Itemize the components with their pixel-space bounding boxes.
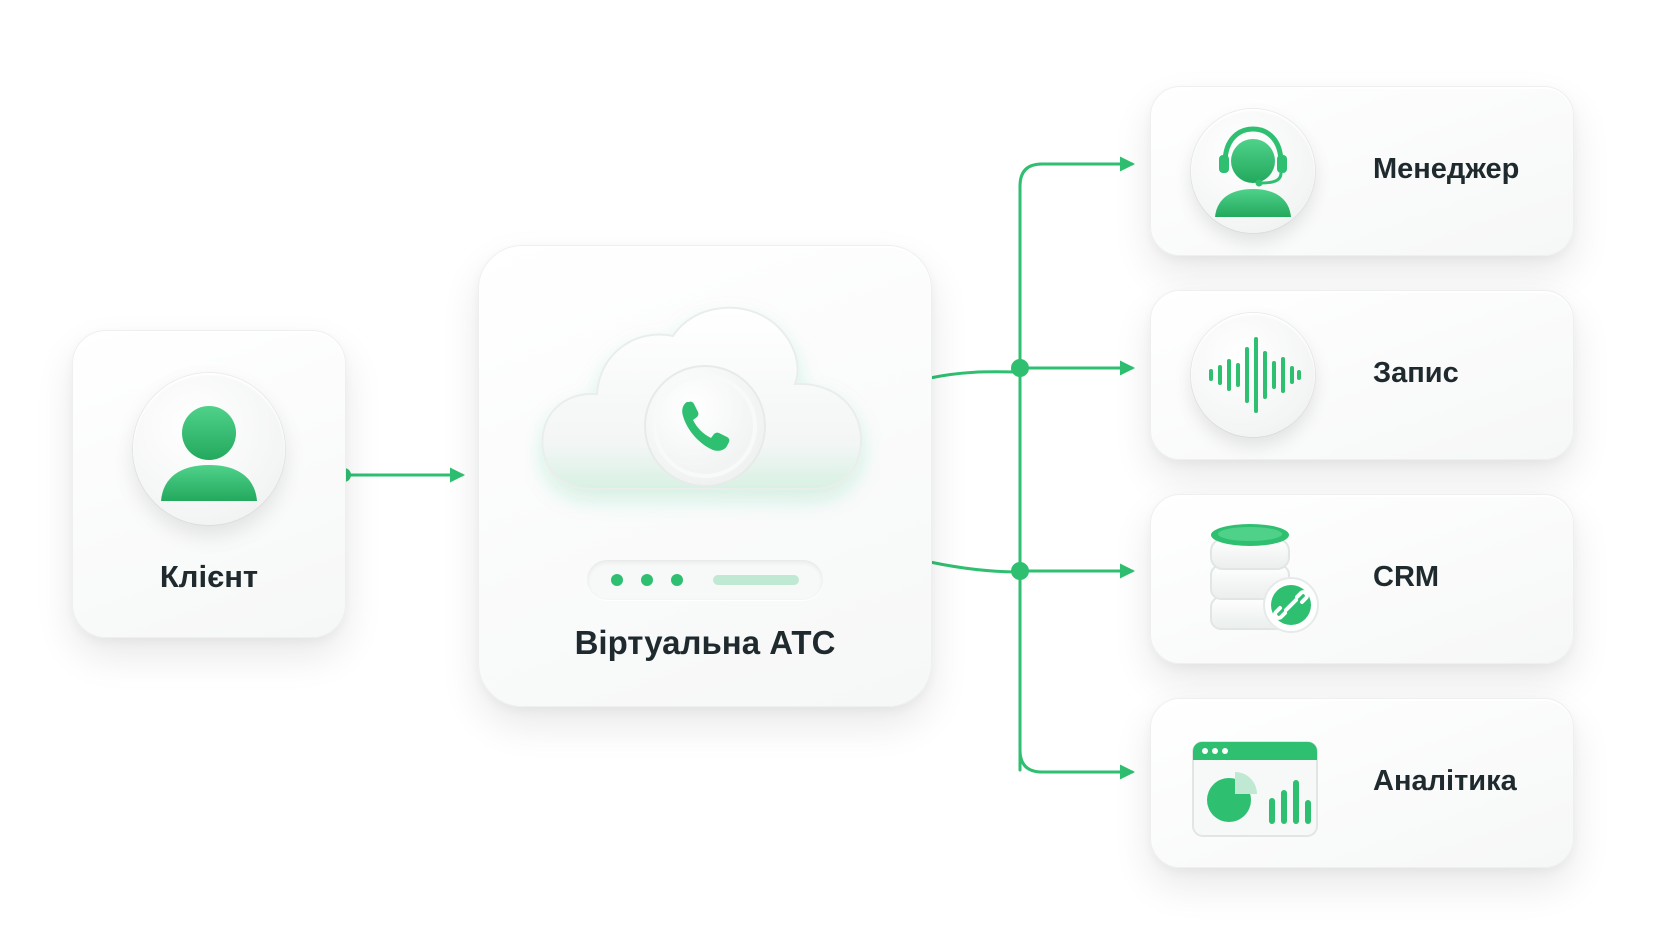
record-card: Запис xyxy=(1150,290,1574,460)
manager-avatar xyxy=(1191,109,1315,233)
virtual-pbx-card: Віртуальна АТС xyxy=(478,245,932,707)
status-dot xyxy=(641,574,653,586)
client-avatar xyxy=(133,373,285,525)
junction-dot-upper xyxy=(1011,359,1029,377)
status-indicator xyxy=(587,560,823,600)
status-dot xyxy=(611,574,623,586)
manager-card: Менеджер xyxy=(1150,86,1574,256)
status-dot xyxy=(671,574,683,586)
manager-label: Менеджер xyxy=(1373,153,1520,185)
database-link-icon xyxy=(1210,524,1319,633)
headset-operator-icon xyxy=(1215,126,1291,217)
cloud-phone-icon xyxy=(541,306,863,490)
dashboard-chart-icon xyxy=(1192,741,1318,837)
analytics-label: Аналітика xyxy=(1373,765,1517,797)
crm-card: CRM xyxy=(1150,494,1574,664)
record-badge xyxy=(1191,313,1315,437)
sound-wave-icon xyxy=(1209,337,1301,413)
client-card: Клієнт xyxy=(72,330,346,638)
link-pbx-upper xyxy=(928,370,1022,380)
status-pill xyxy=(713,575,799,585)
bus-top-corner xyxy=(1018,162,1044,188)
crm-label: CRM xyxy=(1373,561,1440,593)
link-pbx-lower xyxy=(928,560,1022,574)
bus-bottom-corner xyxy=(1018,748,1044,774)
record-label: Запис xyxy=(1373,357,1459,389)
junction-dot-lower xyxy=(1011,562,1029,580)
client-label: Клієнт xyxy=(159,559,259,594)
analytics-card: Аналітика xyxy=(1150,698,1574,868)
pbx-label: Віртуальна АТС xyxy=(574,624,836,661)
user-icon xyxy=(161,406,257,501)
